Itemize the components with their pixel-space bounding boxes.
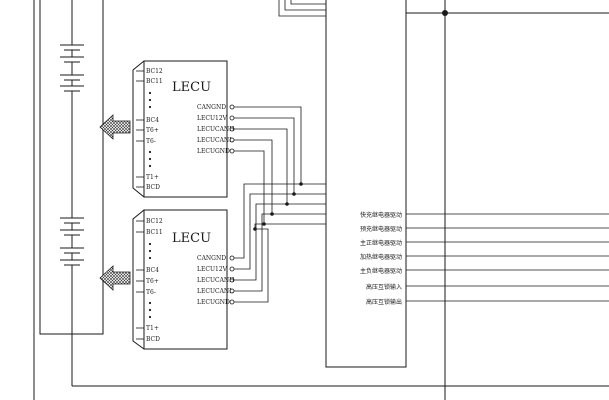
pin-label: T1+ [146, 325, 159, 332]
pin-label: CANGND [197, 104, 226, 111]
controller-signal-list: 快充继电器驱动 预充继电器驱动 主正继电器驱动 加热继电器驱动 主负继电器驱动 … [360, 211, 609, 306]
lecu-title-1: LECU [172, 80, 211, 95]
signal-label: 主负继电器驱动 [360, 267, 402, 275]
pin-label: LECUGND [197, 148, 230, 155]
pin-label: LECU12V [197, 115, 228, 122]
pin-label: T6- [146, 289, 156, 296]
signal-label: 主正继电器驱动 [360, 239, 402, 247]
pin-label: LECUCANL [197, 288, 233, 295]
pin-label: LECUCANH [197, 126, 234, 133]
can-bus-wiring-2 [234, 183, 301, 303]
pin-label: LECUCANH [197, 277, 234, 284]
signal-label: 加热继电器驱动 [360, 253, 402, 261]
pin-label: BC12 [146, 68, 163, 75]
pin-label: T6+ [146, 278, 159, 285]
pin-label: T6+ [146, 127, 159, 134]
battery-management-controller-box [325, 0, 407, 368]
pin-label: T6- [146, 138, 156, 145]
battery-cell-group-lower [60, 217, 609, 387]
lecu-module-1: LECU BC12 BC11 BC4 T6+ T6- T1+ BCD CANGN… [132, 60, 234, 198]
pin-label: BC11 [146, 78, 163, 85]
arrow-icon-upper [99, 114, 131, 140]
pin-label: BC11 [146, 229, 163, 236]
arrow-icon-lower [99, 265, 131, 291]
pin-label: BCD [146, 336, 160, 343]
can-bus-wiring-1 [234, 106, 326, 225]
signal-label: 预充继电器驱动 [360, 225, 402, 233]
pin-label: LECUCANL [197, 137, 233, 144]
signal-label: 快充继电器驱动 [360, 211, 402, 219]
pin-label: BC4 [146, 267, 159, 274]
lecu-module-2: LECU BC12 BC11 BC4 T6+ T6- T1+ BCD CANGN… [132, 209, 234, 350]
pin-label: BCD [146, 184, 160, 191]
junction-dots [253, 182, 303, 231]
pin-label: T1+ [146, 174, 159, 181]
pin-label: CANGND [197, 255, 226, 262]
signal-label: 高压互锁输出 [366, 298, 402, 306]
junction-dot-top [442, 10, 448, 16]
battery-cell-group-upper [60, 0, 84, 218]
pin-label: BC4 [146, 117, 159, 124]
pin-label: LECU12V [197, 266, 228, 273]
pin-label: LECUGND [197, 299, 230, 306]
pin-label: BC12 [146, 218, 163, 225]
signal-label: 高压互锁输入 [366, 283, 402, 291]
lecu-title-2: LECU [172, 231, 211, 246]
